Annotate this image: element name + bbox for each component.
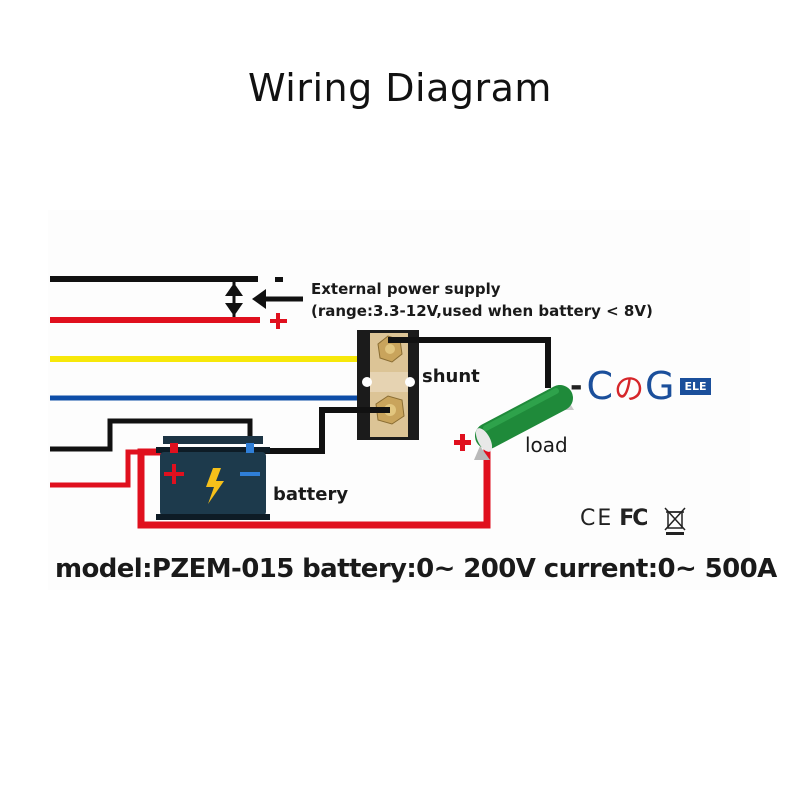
spec-line: model:PZEM-015 battery:0~ 200V current:0… [55, 554, 777, 584]
battery-icon [156, 436, 270, 520]
ce-mark-icon: CE [580, 506, 614, 531]
brand-letter-g: G [645, 364, 675, 408]
load-label: load [525, 433, 568, 457]
certification-marks: CE FC [580, 506, 648, 531]
supply-minus-mark [275, 277, 283, 282]
page-title: Wiring Diagram [248, 66, 552, 110]
double-arrow-icon [225, 282, 243, 317]
left-arrow-icon [252, 289, 303, 309]
weee-bin-icon [664, 507, 686, 535]
left-black-wire [50, 418, 253, 452]
lightning-bolt-icon [206, 468, 224, 504]
brand-ele-badge: ELE [680, 377, 711, 395]
brand-letter-c: C [586, 364, 613, 408]
shunt-to-battery-negative-wire [255, 407, 390, 454]
battery-minus-mark [240, 472, 260, 476]
battery-to-load-red-wire [137, 445, 491, 529]
battery-plus-mark [164, 464, 184, 484]
load-resistor-icon [474, 385, 574, 460]
brand-logo: - C の G ELE [570, 364, 711, 408]
load-minus-mark: - [570, 368, 583, 404]
battery-label: battery [273, 484, 349, 505]
fcc-mark-icon: FC [619, 506, 648, 531]
shunt-label: shunt [422, 366, 480, 387]
left-red-wire [50, 449, 170, 488]
shunt [357, 330, 419, 440]
external-supply-label: External power supply [311, 280, 501, 298]
brand-letter-no: の [614, 372, 644, 407]
shunt-to-load-wire [388, 337, 551, 388]
load-plus-mark [454, 434, 471, 451]
external-supply-range-label: (range:3.3-12V,used when battery < 8V) [311, 302, 653, 320]
supply-plus-mark [270, 313, 287, 329]
